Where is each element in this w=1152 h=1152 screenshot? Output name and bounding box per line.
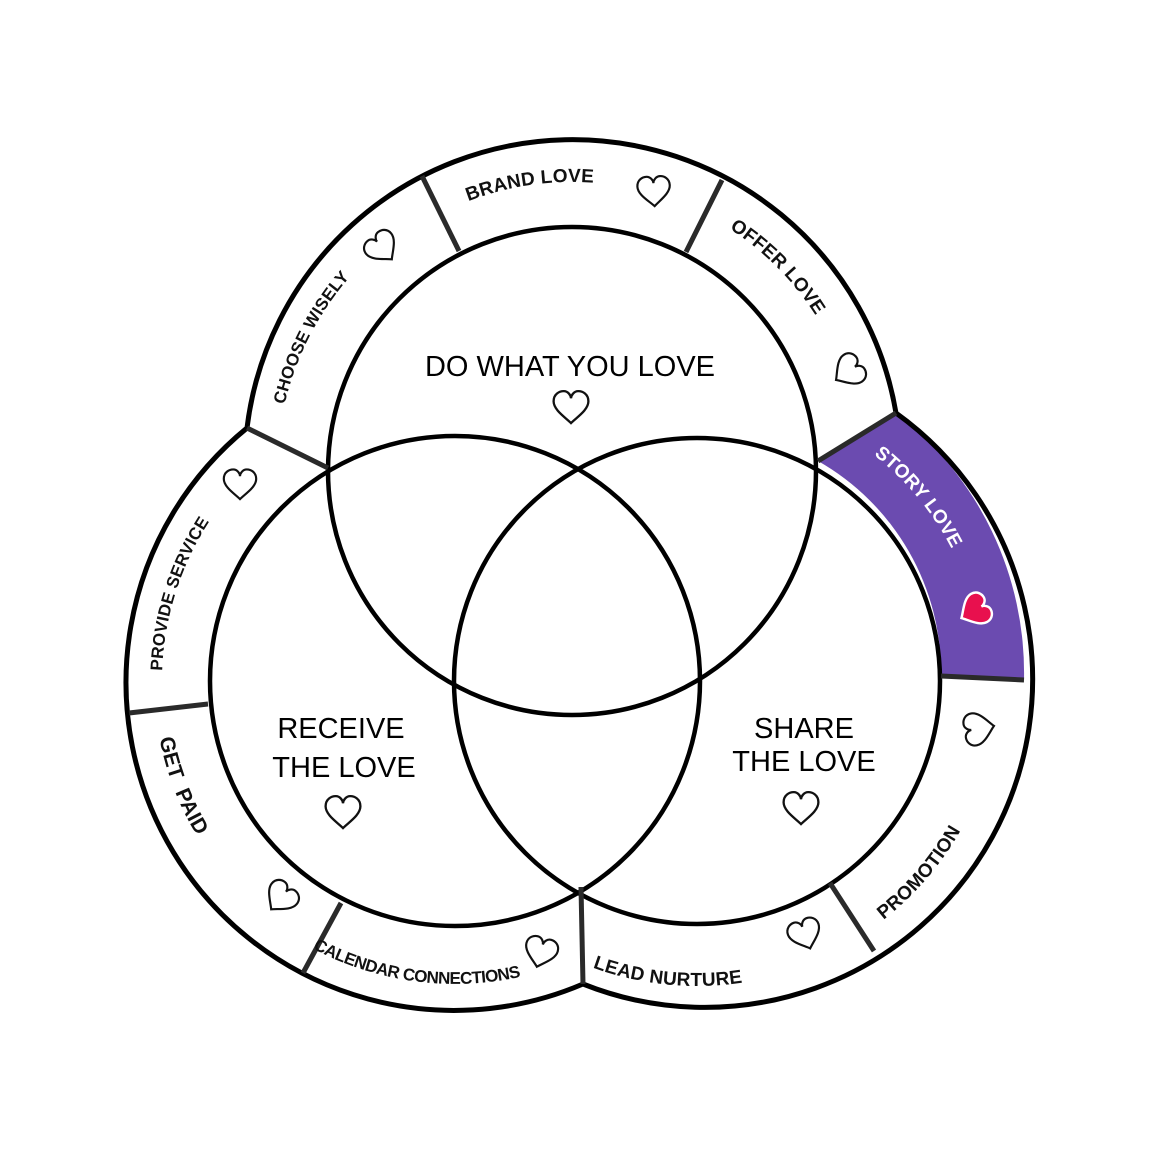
divider-brand-offer bbox=[683, 178, 725, 254]
divider-getpaid-provide bbox=[128, 701, 209, 716]
ring-label-offer-love[interactable]: OFFER LOVE bbox=[727, 215, 829, 318]
ring-label-provide-service[interactable]: PROVIDE SERVICE bbox=[147, 513, 213, 671]
circle-title-share-line2: THE LOVE bbox=[732, 746, 875, 778]
ring-label-calendar-connections[interactable]: CALENDAR CONNECTIONS bbox=[311, 935, 522, 988]
heart-icon-brand-love bbox=[635, 174, 672, 209]
circle-receive-the-love[interactable] bbox=[207, 433, 703, 929]
heart-icon-do-what-you-love bbox=[552, 389, 590, 425]
outer-ring-boundary bbox=[123, 137, 1036, 1013]
divider-calendar-getpaid bbox=[300, 901, 344, 975]
divider-choose-provide bbox=[245, 425, 330, 471]
heart-icon-provide-service bbox=[222, 468, 258, 501]
ring-label-brand-love[interactable]: BRAND LOVE bbox=[463, 166, 595, 206]
heart-icon-get-paid bbox=[257, 875, 304, 921]
ring-label-lead-nurture[interactable]: LEAD NURTURE bbox=[591, 952, 743, 991]
heart-icon-offer-love bbox=[825, 348, 871, 395]
heart-icon-promotion bbox=[960, 708, 998, 749]
divider-choose-brand bbox=[419, 174, 462, 253]
circle-title-receive-line1: RECEIVE bbox=[277, 713, 404, 745]
story-love-segment-fill[interactable] bbox=[818, 413, 1025, 680]
circle-share-the-love[interactable] bbox=[451, 435, 943, 927]
heart-icon-choose-wisely bbox=[359, 225, 406, 271]
circle-title-do-what-you-love: DO WHAT YOU LOVE bbox=[425, 351, 715, 383]
heart-icon-lead-nurture bbox=[783, 913, 827, 956]
ring-label-get-paid[interactable]: GET PAID bbox=[0, 0, 323, 947]
heart-icon-calendar-connections bbox=[520, 932, 562, 973]
heart-icon-receive-the-love bbox=[324, 794, 362, 830]
divider-offer-story bbox=[816, 410, 898, 464]
divider-lead-calendar bbox=[578, 886, 586, 985]
ring-label-promotion[interactable]: PROMOTION bbox=[873, 822, 965, 924]
divider-story-promotion bbox=[940, 673, 1025, 683]
divider-promotion-lead bbox=[827, 881, 877, 953]
circle-title-receive-line2: THE LOVE bbox=[272, 752, 415, 784]
circle-title-share-line1: SHARE bbox=[754, 713, 854, 745]
ring-label-choose-wisely[interactable]: CHOOSE WISELY bbox=[270, 267, 353, 406]
heart-icon-share-the-love bbox=[782, 790, 820, 826]
